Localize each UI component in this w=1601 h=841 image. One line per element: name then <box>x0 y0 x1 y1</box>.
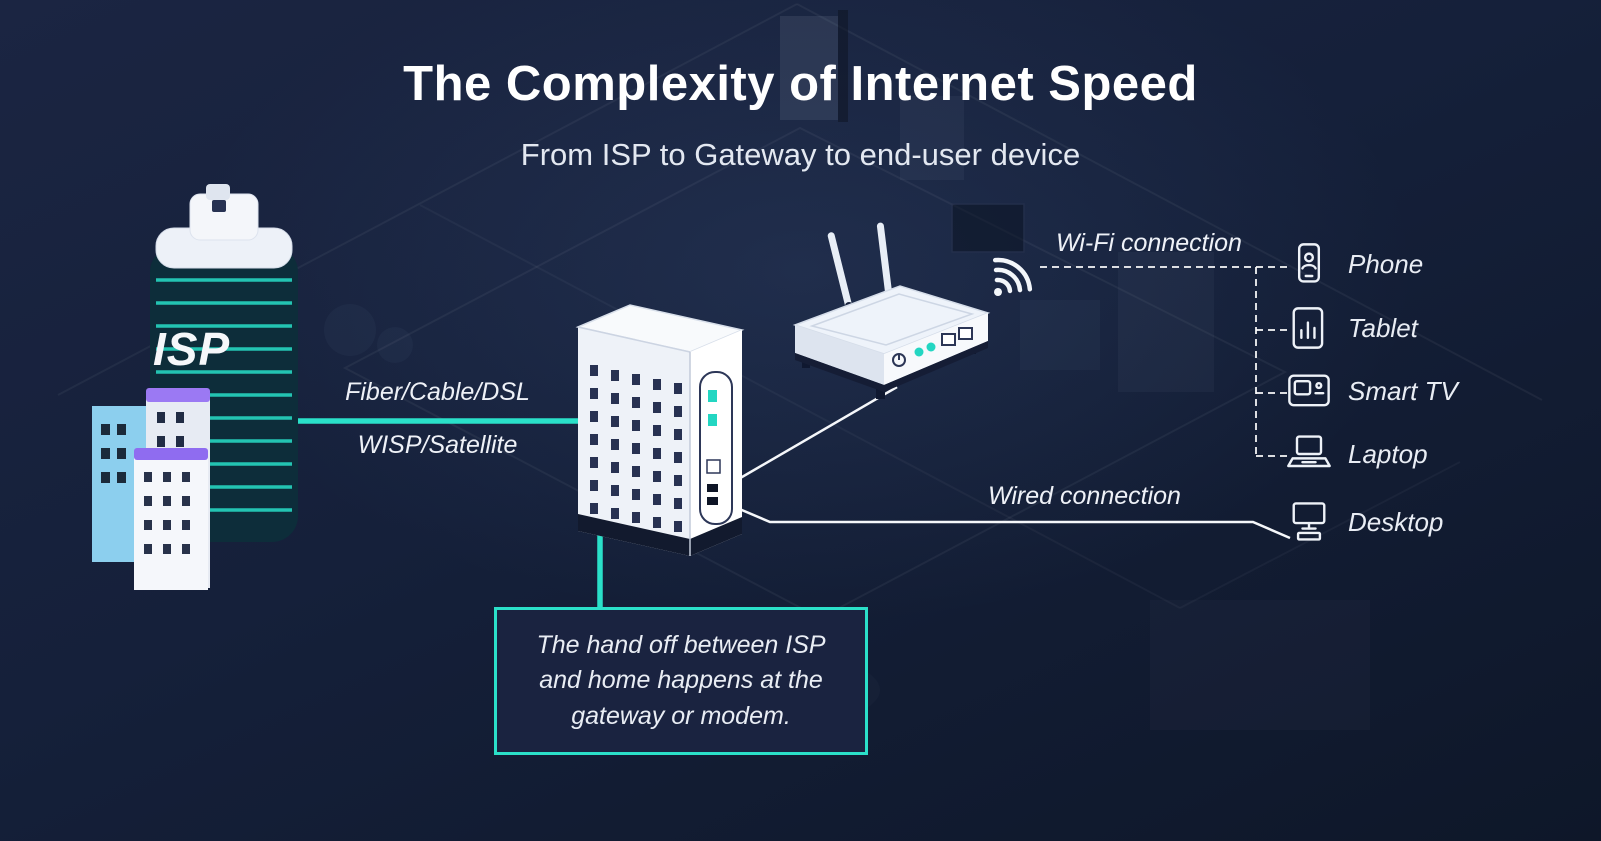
device-label: Desktop <box>1348 506 1444 537</box>
gateway-callout-text: The hand off between ISP and home happen… <box>536 630 826 730</box>
device-row-tablet: Tablet <box>1285 304 1418 352</box>
isp-link-label-bottom: WISP/Satellite <box>357 431 518 459</box>
device-label: Laptop <box>1348 438 1428 469</box>
isp-link-label-top: Fiber/Cable/DSL <box>345 378 530 406</box>
device-row-smart-tv: Smart TV <box>1285 367 1458 415</box>
device-label: Phone <box>1348 248 1424 279</box>
wired-connection-label: Wired connection <box>988 482 1181 510</box>
device-row-desktop: Desktop <box>1285 498 1443 546</box>
device-row-laptop: Laptop <box>1285 430 1428 478</box>
device-label: Tablet <box>1348 312 1418 343</box>
router-illustration <box>792 222 991 399</box>
device-label: Smart TV <box>1348 375 1458 406</box>
wifi-signal-icon <box>992 257 1033 296</box>
modem-vent-dots <box>590 365 682 532</box>
modem-illustration <box>575 304 745 556</box>
isp-label: ISP <box>153 323 230 375</box>
modem-to-router-line <box>729 385 898 486</box>
wired-connection-line <box>729 503 1291 540</box>
page-subtitle: From ISP to Gateway to end-user device <box>520 137 1081 172</box>
smart-tv-icon <box>1285 367 1333 415</box>
wifi-dashed-lines <box>1040 266 1288 458</box>
desktop-icon <box>1285 498 1333 546</box>
tablet-icon <box>1285 304 1333 352</box>
device-row-phone: Phone <box>1285 240 1423 288</box>
isp-building-illustration: ISP <box>92 184 298 590</box>
phone-icon <box>1285 240 1333 288</box>
page-title: The Complexity of Internet Speed <box>403 57 1198 111</box>
laptop-icon <box>1285 430 1333 478</box>
city-buildings <box>92 388 210 590</box>
gateway-callout-box: The hand off between ISP and home happen… <box>494 607 868 755</box>
background-floorplan <box>57 3 1543 730</box>
wifi-connection-label: Wi-Fi connection <box>1056 229 1242 257</box>
